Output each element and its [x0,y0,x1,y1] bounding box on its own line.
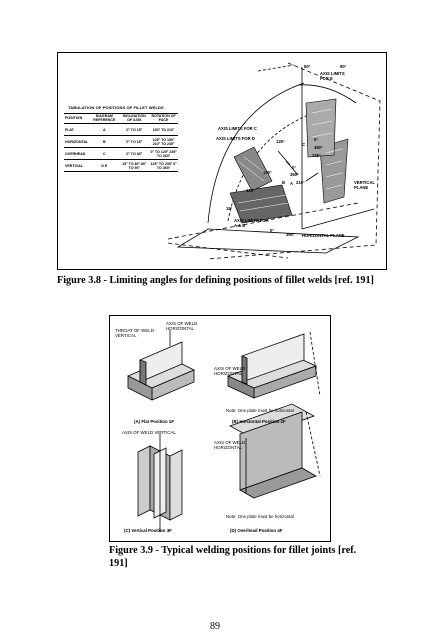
table-cell: 15° TO 80° 80° TO 90° [119,159,150,173]
angle-0-label: 0° [314,137,319,142]
fillet-weld-positions-table: POSITION DIAGRAM REFERENCE INCLINATION O… [64,112,178,173]
angle-360-label: 360° [314,145,323,150]
table-title: TABULATION OF POSITIONS OF FILLET WELDS [68,105,164,110]
letter-a-label: A [290,181,294,186]
table-cell: HORIZONTAL [64,135,90,148]
angle-0-label: 0° [270,228,275,233]
table-cell: 125° TO 235° 0° TO 360° [149,159,178,173]
angle-15-label: 15° [226,206,233,211]
axis-weld-horizontal-label: AXIS OF WELD HORIZONTAL [214,440,246,450]
figure-3-9-caption: Figure 3.9 - Typical welding positions f… [109,545,357,569]
table-header-row: POSITION DIAGRAM REFERENCE INCLINATION O… [64,112,178,124]
axis-limits-ab-label: AXIS LIMITS FOR A & B [234,218,269,228]
table-header: ROTATION OF FACE [149,112,178,124]
panel-b-caption: (B) Horizontal Position 2F [232,419,286,424]
throat-weld-vertical-label: THROAT OF WELD VERTICAL [115,328,154,338]
angle-90-label: 90° [340,64,347,69]
axis-limits-e-label: AXIS LIMITS FOR E [320,71,345,81]
table-cell: A [89,123,120,136]
table-row: FLAT A 0° TO 15° 150° TO 210° [64,123,178,136]
angle-125-label: 125° [246,188,255,193]
angle-210-label: 210° [296,180,305,185]
table-cell: 0° TO 15° [119,135,150,148]
letter-b-label: B [282,180,286,185]
table-cell: C [89,147,120,160]
angle-360-label: 360° [290,172,299,177]
table-header: INCLINATION OF AXIS [119,112,150,124]
table-header: DIAGRAM REFERENCE [89,112,120,124]
vertical-plane-label: VERTICAL PLANE [354,180,375,190]
weld-position-diagram [167,62,381,260]
figure-3-8-caption: Figure 3.8 - Limiting angles for definin… [57,275,374,286]
table-row: VERTICAL D E 15° TO 80° 80° TO 90° 125° … [64,159,178,173]
table-cell: 150° TO 210° [149,123,178,136]
angle-80-label: 80° [304,64,311,69]
panel-a-caption: (A) Flat Position 1F [134,419,175,424]
angle-0-label: 0° [292,165,297,170]
table-cell: 0° TO 15° [119,123,150,136]
angle-125-label: 125° [276,139,285,144]
angle-360-label: 360° [286,232,295,237]
letter-c-label: C [302,142,306,147]
plate-note-label: Note: One plate must be horizontal [226,514,294,519]
axis-limits-c-label: AXIS LIMITS FOR C [218,126,257,131]
axis-weld-vertical-label: AXIS OF WELD VERTICAL [122,430,176,435]
axis-weld-horizontal-label: AXIS OF WELD HORIZONTAL [166,321,198,331]
table-cell: D E [89,159,120,173]
fillet-joint-positions-diagram [127,330,321,532]
axis-limits-d-label: AXIS LIMITS FOR D [216,136,255,141]
angle-235-label: 235° [312,153,321,158]
panel-c-caption: (C) Vertical Position 3F [124,528,172,533]
table-cell: 0° TO 80° [119,147,150,160]
table-cell: FLAT [64,123,90,136]
table-row: HORIZONTAL B 0° TO 15° 125° TO 150° 210°… [64,135,178,148]
figure-3-9-frame: AXIS OF WELD HORIZONTAL THROAT OF WELD V… [109,315,331,542]
table-cell: 125° TO 150° 210° TO 235° [149,135,178,148]
axis-weld-horizontal-label: AXIS OF WELD HORIZONTAL [214,366,246,376]
table-row: OVERHEAD C 0° TO 80° 0° TO 125° 235° TO … [64,147,178,160]
angle-150-label: 150° [263,170,272,175]
horizontal-plane-label: HORIZONTAL PLANE [302,233,345,238]
page-number: 89 [210,621,220,632]
table-cell: B [89,135,120,148]
table-cell: OVERHEAD [64,147,90,160]
plate-note-label: Note: One plate must be horizontal [226,408,294,413]
table-header: POSITION [64,112,90,124]
figure-3-8-frame: TABULATION OF POSITIONS OF FILLET WELDS … [57,52,387,270]
table-cell: VERTICAL [64,159,90,173]
table-cell: 0° TO 125° 235° TO 360° [149,147,178,160]
panel-d-caption: (D) Overhead Position 4F [230,528,283,533]
